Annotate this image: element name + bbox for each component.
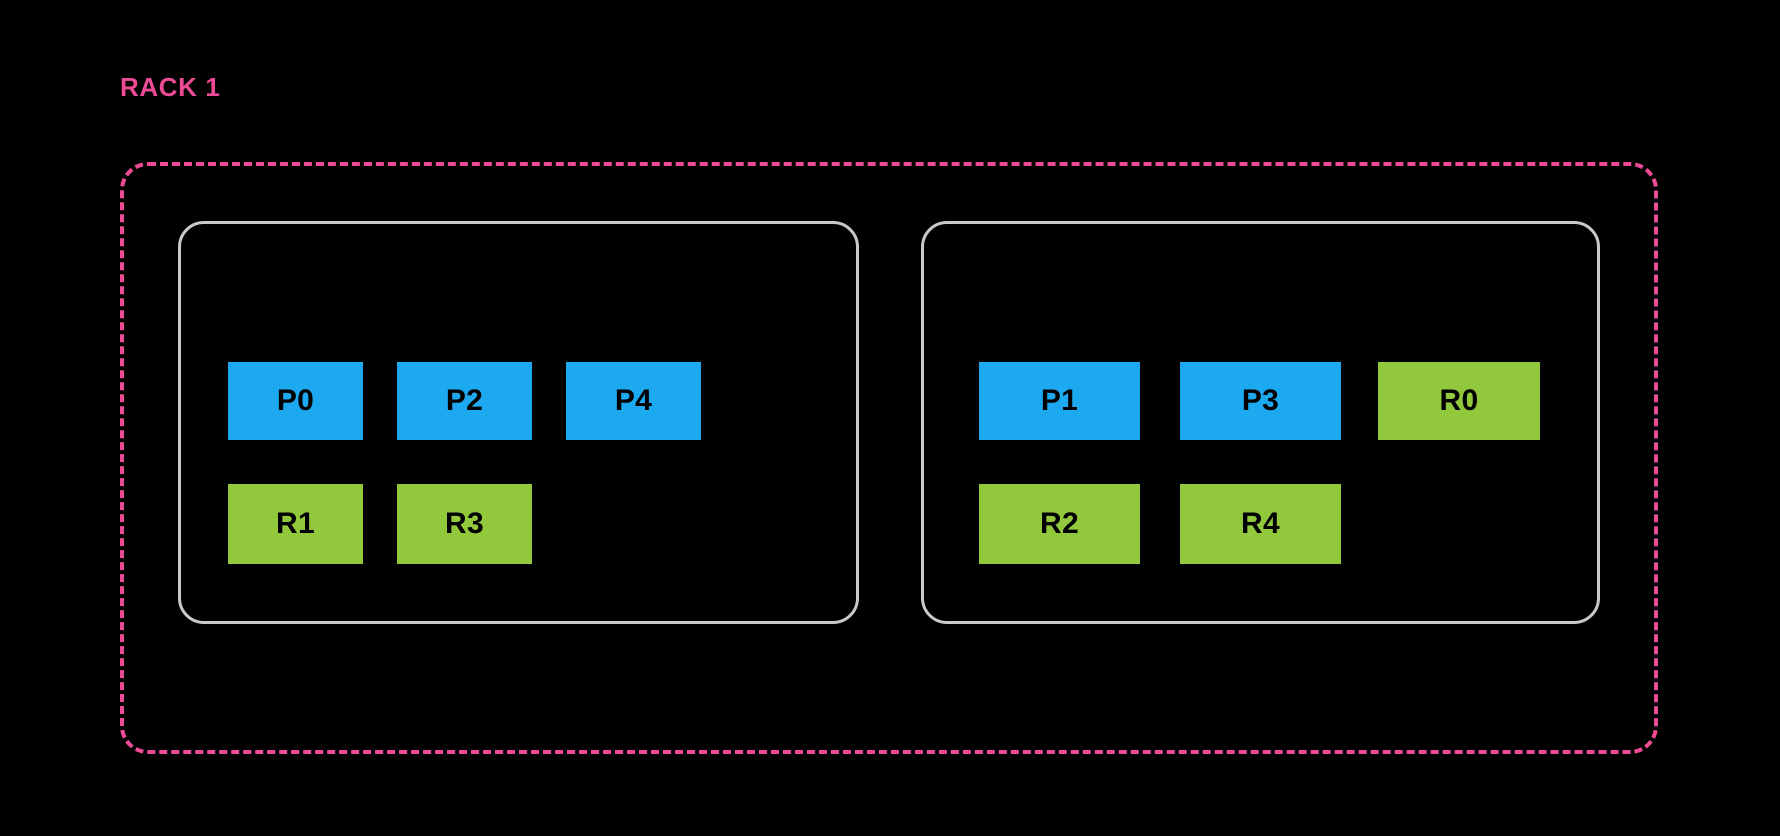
shard-block-p3: P3 bbox=[1180, 362, 1341, 440]
shard-block-p0: P0 bbox=[228, 362, 363, 440]
node-box-left bbox=[178, 221, 859, 624]
rack-label: RACK 1 bbox=[120, 72, 221, 102]
node-box-right bbox=[921, 221, 1600, 624]
shard-block-r0: R0 bbox=[1378, 362, 1540, 440]
rack-container bbox=[120, 162, 1658, 754]
shard-block-r1: R1 bbox=[228, 484, 363, 564]
shard-block-r3: R3 bbox=[397, 484, 532, 564]
shard-block-p4: P4 bbox=[566, 362, 701, 440]
shard-block-r2: R2 bbox=[979, 484, 1140, 564]
shard-block-p2: P2 bbox=[397, 362, 532, 440]
shard-block-p1: P1 bbox=[979, 362, 1140, 440]
shard-block-r4: R4 bbox=[1180, 484, 1341, 564]
